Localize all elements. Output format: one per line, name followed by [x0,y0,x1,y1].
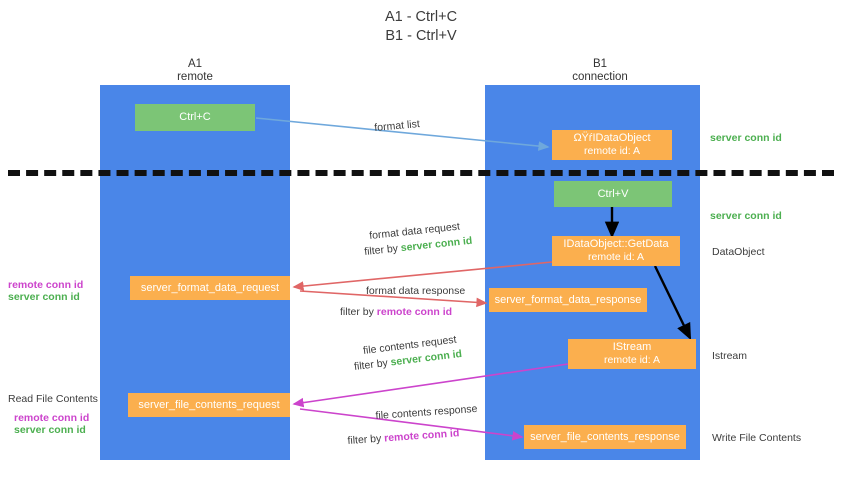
box-istream-line2: remote id: A [603,354,661,366]
label-format-data-response: format data response [366,285,466,297]
box-server-file-contents-request[interactable]: server_file_contents_request [128,393,290,417]
lane-header-b1: B1 connection [530,58,670,84]
box-server-file-contents-request-line1: server_file_contents_request [138,398,280,411]
title-line-2: B1 - Ctrl+V [385,28,457,44]
right-label-istream: Istream [712,350,748,362]
box-idataobject-getdata[interactable]: IDataObject::GetData remote id: A [552,236,680,266]
remote-conn-id-text-2: remote conn id [383,427,460,445]
title-line-1: A1 - Ctrl+C [384,9,458,25]
label-filter-file-contents-response: filter by remote conn id [347,427,460,448]
lane-a1-subtitle: remote [177,71,213,83]
right-label-write-file-contents: Write File Contents [712,432,802,444]
box-idataobject-getdata-line1: IDataObject::GetData [563,238,669,250]
box-istream[interactable]: IStream remote id: A [568,339,696,369]
box-server-format-data-request-line1: server_format_data_request [140,281,280,294]
box-server-file-contents-response-line1: server_file_contents_response [530,430,680,443]
right-label-server-conn-id-1: server conn id [710,132,782,144]
page-title: A1 - Ctrl+C B1 - Ctrl+V [0,8,842,46]
filter-by-text-1: filter by [363,242,399,259]
left-label-remote-conn-id-1: remote conn id [8,279,84,291]
box-idataobject-create-line1: ΩΫŕIDataObject [573,132,651,144]
box-ctrl-v-line1: Ctrl+V [597,187,629,200]
left-label-remote-conn-id-2: remote conn id [14,412,90,424]
filter-by-text-4: filter by [347,432,382,448]
box-server-format-data-response-line1: server_format_data_response [494,293,642,306]
box-ctrl-c-line1: Ctrl+C [179,111,211,123]
filter-by-text-3: filter by [353,356,389,374]
box-idataobject-create-line2: remote id: A [583,145,641,157]
left-label-read-file-contents: Read File Contents [8,393,98,405]
label-format-list: format list [373,118,421,135]
phase-divider [8,170,834,176]
right-label-server-conn-id-2: server conn id [710,210,782,222]
box-idataobject-getdata-line2: remote id: A [587,251,645,263]
lane-header-a1: A1 remote [135,58,255,84]
remote-conn-id-text-1: remote conn id [376,306,453,318]
right-label-dataobject: DataObject [712,246,765,258]
box-ctrl-v[interactable]: Ctrl+V [554,181,672,207]
left-label-server-conn-id-2: server conn id [14,424,86,436]
lane-a1-title: A1 [187,58,203,70]
box-idataobject-create[interactable]: ΩΫŕIDataObject remote id: A [552,130,672,160]
lane-b1-subtitle: connection [572,71,628,83]
box-server-format-data-request[interactable]: server_format_data_request [130,276,290,300]
left-label-server-conn-id-1: server conn id [8,291,80,303]
label-filter-format-data-response: filter by remote conn id [340,306,452,319]
box-istream-line1: IStream [612,341,652,353]
box-server-file-contents-response[interactable]: server_file_contents_response [524,425,686,449]
lane-b1-title: B1 [592,58,608,70]
label-file-contents-response: file contents response [375,402,478,423]
box-server-format-data-response[interactable]: server_format_data_response [489,288,647,312]
filter-by-text-2: filter by [340,306,374,318]
box-ctrl-c[interactable]: Ctrl+C [135,104,255,131]
